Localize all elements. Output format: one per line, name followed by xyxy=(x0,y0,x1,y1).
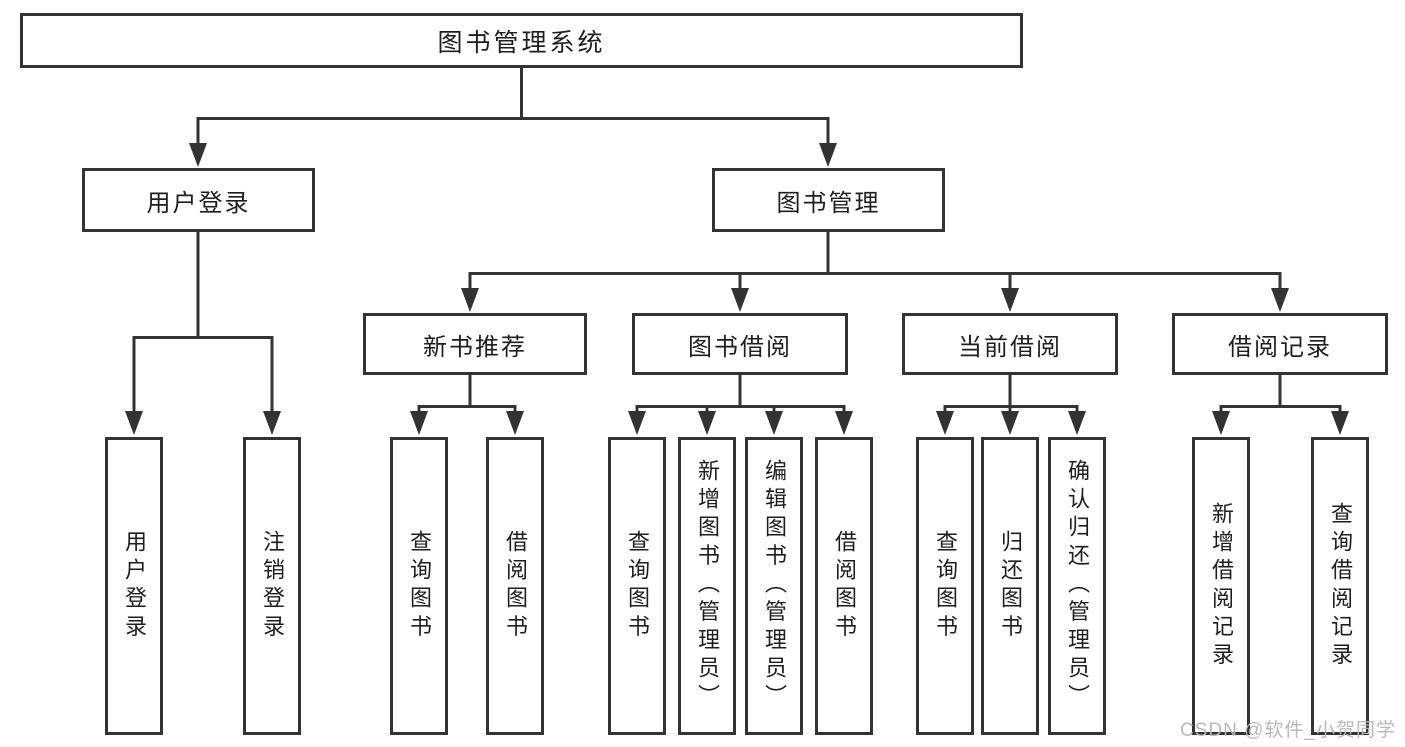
arrowhead-group xyxy=(125,143,1349,435)
node-label: 新增图书（管理员） xyxy=(695,459,720,713)
node-label: 图书借阅 xyxy=(688,333,792,361)
node-label: 借阅记录 xyxy=(1228,333,1332,361)
leaf-add-borrow-record: 新增借阅记录 xyxy=(1192,437,1250,735)
node-label: 用户登录 xyxy=(146,189,251,217)
leaf-borrow-books-recommend: 借阅图书 xyxy=(486,437,544,735)
leaf-logout: 注销登录 xyxy=(243,437,301,735)
leaf-user-login: 用户登录 xyxy=(105,437,163,735)
node-label: 查询借阅记录 xyxy=(1328,501,1353,671)
node-label: 借阅图书 xyxy=(503,529,528,643)
node-label: 查询图书 xyxy=(625,529,650,643)
node-label: 当前借阅 xyxy=(958,333,1062,361)
leaf-query-borrow-record: 查询借阅记录 xyxy=(1311,437,1369,735)
leaf-query-books-recommend: 查询图书 xyxy=(390,437,448,735)
node-label: 编辑图书（管理员） xyxy=(762,459,787,713)
leaf-borrow-books: 借阅图书 xyxy=(815,437,873,735)
node-label: 查询图书 xyxy=(407,529,432,643)
node-book-management: 图书管理 xyxy=(712,168,945,232)
leaf-add-books-admin: 新增图书（管理员） xyxy=(678,437,736,735)
leaf-edit-books-admin: 编辑图书（管理员） xyxy=(745,437,803,735)
node-label: 新书推荐 xyxy=(423,333,527,361)
leaf-return-books: 归还图书 xyxy=(981,437,1039,735)
node-borrowing-records: 借阅记录 xyxy=(1172,313,1388,375)
node-label: 图书管理系统 xyxy=(437,28,606,57)
node-new-book-recommendation: 新书推荐 xyxy=(363,313,587,375)
node-label: 查询图书 xyxy=(933,529,958,643)
node-label: 用户登录 xyxy=(122,529,147,643)
node-label: 注销登录 xyxy=(260,529,285,643)
node-label: 新增借阅记录 xyxy=(1209,501,1234,671)
csdn-watermark: CSDN @软件_小贺同学 xyxy=(1180,720,1396,741)
node-user-login: 用户登录 xyxy=(82,168,315,232)
leaf-query-books-current: 查询图书 xyxy=(916,437,974,735)
node-library-management-system: 图书管理系统 xyxy=(20,13,1023,68)
leaf-confirm-return-admin: 确认归还（管理员） xyxy=(1048,437,1106,735)
node-current-borrowing: 当前借阅 xyxy=(902,313,1118,375)
node-label: 确认归还（管理员） xyxy=(1065,459,1090,713)
node-label: 图书管理 xyxy=(776,189,881,217)
leaf-query-books-borrow: 查询图书 xyxy=(608,437,666,735)
node-label: 借阅图书 xyxy=(832,529,857,643)
node-label: 归还图书 xyxy=(998,529,1023,643)
node-book-borrowing: 图书借阅 xyxy=(632,313,848,375)
